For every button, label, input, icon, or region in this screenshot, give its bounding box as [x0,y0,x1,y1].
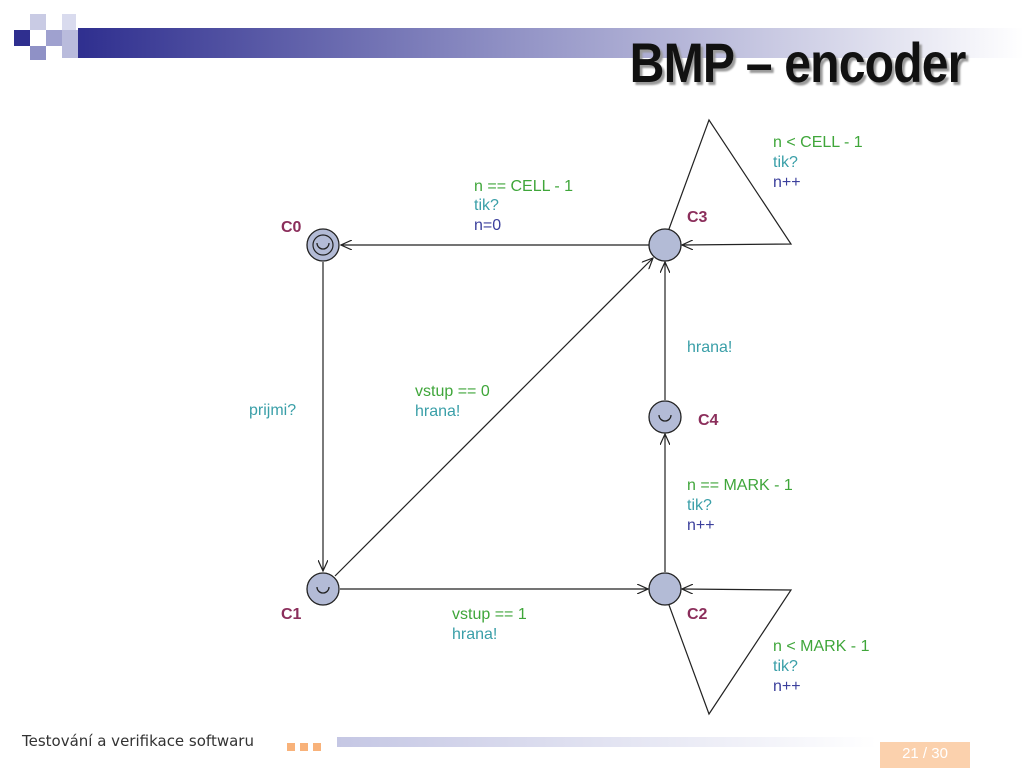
guard-label: vstup == 1 [452,606,527,623]
deco-square [62,14,76,30]
guard-label: n < CELL - 1 [773,134,863,151]
deco-square [46,30,62,46]
urgent-marker-icon [658,414,672,422]
sync-label: tik? [773,154,798,171]
footer-dots [287,738,326,756]
edge-c2-self-loop [668,589,793,716]
update-label: n++ [773,678,801,695]
state-label-c4: C4 [698,412,719,429]
deco-square [30,14,46,30]
automaton-diagram: C0 C1 C2 C3 C4 n == CELL - 1 tik? n=0 n … [249,118,870,716]
urgent-marker-icon [316,242,330,250]
state-c3 [648,228,682,262]
state-c4 [648,400,682,434]
slide-title: BMP – encoder [630,31,967,94]
update-label: n=0 [474,217,501,234]
sync-label: hrana! [687,339,732,356]
page-number: 21 / 30 [880,742,970,768]
sync-label: tik? [687,497,712,514]
deco-square [62,30,78,58]
guard-label: n < MARK - 1 [773,638,870,655]
footer-course-title: Testování a verifikace softwaru [22,732,254,750]
state-c0 [306,228,340,262]
sync-label: hrana! [415,403,460,420]
state-c2 [648,572,682,606]
title-band: BMP – encoder [0,0,1024,110]
update-label: n++ [687,517,715,534]
urgent-marker-icon [316,586,330,594]
state-label-c3: C3 [687,209,708,226]
header-decoration [14,14,1024,60]
guard-label: vstup == 0 [415,383,490,400]
state-label-c0: C0 [281,219,302,236]
state-c1 [306,572,340,606]
sync-label: hrana! [452,626,497,643]
footer-gradient-bar [337,737,877,747]
sync-label: tik? [773,658,798,675]
guard-label: n == MARK - 1 [687,477,793,494]
guard-label: n == CELL - 1 [474,178,573,195]
sync-label: prijmi? [249,402,296,419]
sync-label: tik? [474,197,499,214]
state-label-c1: C1 [281,606,302,623]
deco-square [30,46,46,60]
deco-square [14,30,30,46]
state-label-c2: C2 [687,606,708,623]
edge-c3-self-loop [668,118,793,245]
update-label: n++ [773,174,801,191]
edge-c1-to-c3 [334,258,653,577]
header-gradient-bar [78,28,1024,58]
initial-state-marker [312,234,334,256]
